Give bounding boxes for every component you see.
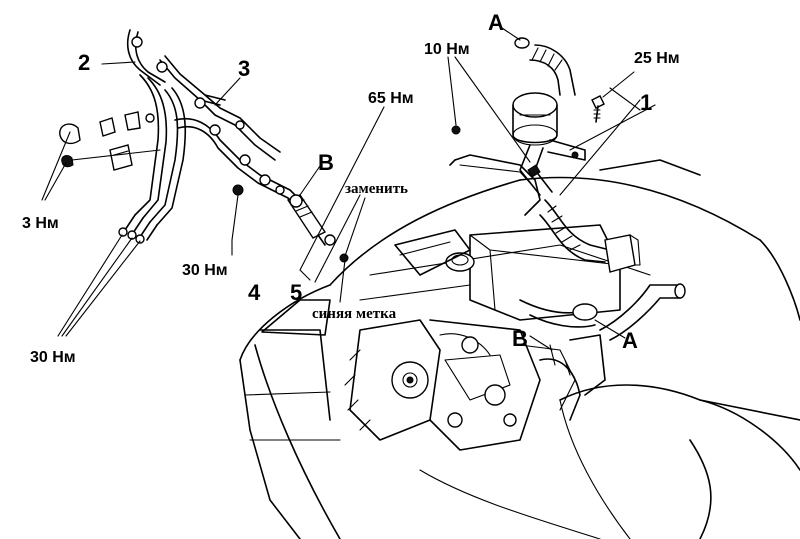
clamp-parts	[59, 111, 161, 171]
callout-4: 4	[248, 280, 261, 305]
car-body-outline	[239, 159, 800, 539]
torque-30-mid: 30 Нм	[182, 262, 228, 279]
note-replace: заменить	[345, 181, 408, 197]
torque-65: 65 Нм	[368, 90, 414, 107]
callout-5: 5	[290, 280, 302, 305]
callout-b-engine: B	[512, 326, 528, 351]
callout-a-right: A	[622, 328, 638, 353]
fuel-filter-assembly	[449, 37, 641, 273]
callout-1: 1	[640, 90, 652, 115]
labels: 2 3 1 4 5 A A B B 10 Нм 25 Нм 65 Нм 30 Н…	[22, 10, 680, 366]
banjo-bolts	[324, 234, 349, 263]
torque-25: 25 Нм	[634, 50, 680, 67]
callout-b-injector: B	[318, 150, 334, 175]
callout-a-top: A	[488, 10, 504, 35]
torque-30-bottom: 30 Нм	[30, 349, 76, 366]
callout-2: 2	[78, 50, 90, 75]
injector	[286, 194, 327, 246]
torque-3: 3 Нм	[22, 215, 59, 232]
leader-lines	[41, 27, 656, 351]
callout-3: 3	[238, 56, 250, 81]
note-blue-mark: синяя метка	[312, 306, 397, 322]
torque-10: 10 Нм	[424, 41, 470, 58]
injection-lines	[118, 29, 301, 244]
engine-block	[344, 224, 686, 451]
